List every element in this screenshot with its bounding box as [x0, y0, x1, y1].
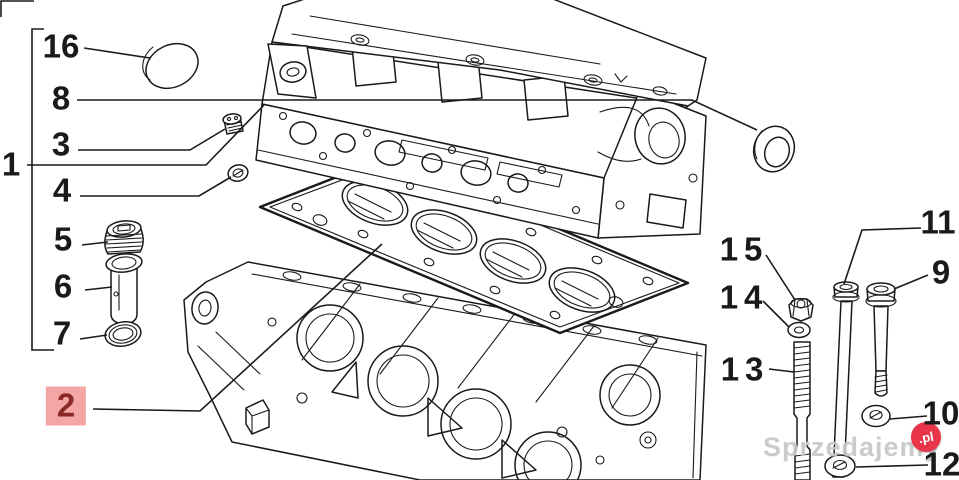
callout-15-nut[interactable]: 15	[719, 230, 769, 268]
part-10-washer-drawing	[861, 404, 891, 428]
part-4-seal-drawing	[227, 164, 249, 182]
callout-2-head-gasket[interactable]: 2	[45, 386, 87, 426]
part-16-cap-drawing	[142, 42, 199, 90]
callout-13-stud[interactable]: 13	[720, 350, 770, 388]
leader-line-11	[843, 227, 922, 285]
leader-line-6	[84, 286, 113, 291]
part-5-plug-drawing	[104, 220, 144, 255]
callout-8-round-seal[interactable]: 8	[51, 79, 71, 117]
part-15-nut-drawing	[788, 297, 814, 322]
callout-10-washer[interactable]: 10	[922, 394, 959, 432]
callout-4-small-seal[interactable]: 4	[52, 171, 72, 209]
callout-16-cap-plug[interactable]: 16	[42, 27, 80, 65]
callout-group-bracket	[31, 28, 54, 351]
leader-line-8	[77, 99, 758, 131]
callout-5-threaded-plug[interactable]: 5	[53, 220, 73, 258]
part-7-oring-drawing	[104, 321, 142, 347]
leader-line-4	[80, 176, 232, 197]
leader-line-5	[81, 241, 109, 246]
leader-line-1	[27, 104, 265, 166]
leader-line-12	[855, 464, 929, 468]
callout-11-long-bolt[interactable]: 11	[920, 203, 956, 241]
leader-line-3	[78, 128, 226, 151]
leader-line-9	[893, 274, 929, 290]
part-3-plug-drawing	[222, 113, 244, 135]
part-11-bolt-drawing	[832, 281, 860, 478]
callout-9-bolt[interactable]: 9	[931, 253, 951, 291]
leader-line-16	[83, 47, 151, 59]
page-corner-mark	[0, 0, 34, 17]
part-13-stud-drawing	[793, 341, 811, 480]
leader-line-2	[92, 243, 383, 412]
leader-line-10	[889, 415, 928, 420]
callout-12-washer[interactable]: 12	[923, 445, 959, 480]
callout-3-screw-plug[interactable]: 3	[51, 125, 71, 163]
valve-cover-drawing	[267, 0, 707, 107]
callout-14-washer-small[interactable]: 14	[719, 278, 769, 316]
leader-line-13	[768, 368, 795, 373]
leader-line-7	[79, 334, 108, 340]
callout-6-sleeve[interactable]: 6	[53, 267, 73, 305]
part-14-washer-drawing	[787, 321, 811, 339]
part-6-sleeve-drawing	[105, 253, 143, 335]
callout-1-cylinder-head[interactable]: 1	[1, 145, 21, 183]
leader-line-14	[762, 300, 790, 328]
engine-block-drawing	[183, 261, 707, 480]
leader-line-15	[765, 254, 796, 301]
callout-7-o-ring[interactable]: 7	[52, 314, 72, 352]
part-8-seal-drawing	[752, 125, 796, 173]
part-12-washer-drawing	[824, 454, 856, 478]
